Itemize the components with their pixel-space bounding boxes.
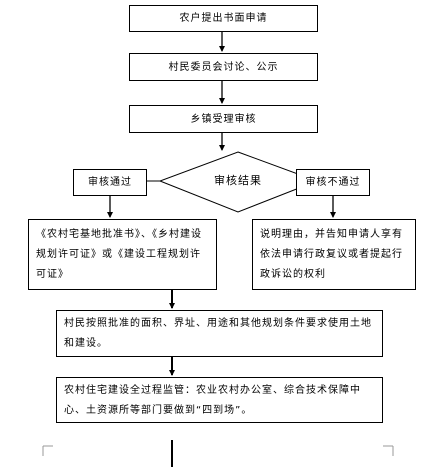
corner-mark-left — [42, 445, 53, 456]
pass-label-box: 审核通过 — [73, 169, 147, 196]
fail-label-text: 审核不通过 — [305, 177, 361, 188]
corner-mark-right — [383, 445, 394, 456]
pass-label-text: 审核通过 — [88, 177, 132, 188]
step-discuss-box: 村民委员会讨论、公示 — [129, 53, 318, 81]
decision-diamond — [158, 151, 319, 213]
step-review-box: 乡镇受理审核 — [129, 105, 318, 133]
supervise-step-text: 农村住宅建设全过程监管：农业农村办公室、综合技术保障中心、土资源所等部门要做到“… — [64, 385, 361, 416]
fail-result-box: 说明理由，并告知申请人享有依法申请行政复议或者提起行政诉讼的权利 — [252, 219, 416, 290]
supervise-step-box: 农村住宅建设全过程监管：农业农村办公室、综合技术保障中心、土资源所等部门要做到“… — [56, 377, 383, 423]
fail-label-box: 审核不通过 — [296, 169, 370, 196]
pass-result-text: 《农村宅基地批准书》、《乡村建设规划许可证》或《建设工程规划许可证》 — [36, 229, 202, 280]
step-discuss-text: 村民委员会讨论、公示 — [168, 61, 279, 73]
build-step-box: 村民按照批准的面积、界址、用途和其他规划条件要求使用土地和建设。 — [56, 310, 383, 357]
step-apply-box: 农户提出书面申请 — [129, 5, 318, 32]
pass-result-box: 《农村宅基地批准书》、《乡村建设规划许可证》或《建设工程规划许可证》 — [28, 219, 217, 290]
step-apply-text: 农户提出书面申请 — [179, 13, 268, 24]
step-review-text: 乡镇受理审核 — [190, 113, 257, 125]
decision-text: 审核结果 — [214, 174, 262, 187]
build-step-text: 村民按照批准的面积、界址、用途和其他规划条件要求使用土地和建设。 — [64, 318, 372, 349]
fail-result-text: 说明理由，并告知申请人享有依法申请行政复议或者提起行政诉讼的权利 — [260, 229, 403, 280]
